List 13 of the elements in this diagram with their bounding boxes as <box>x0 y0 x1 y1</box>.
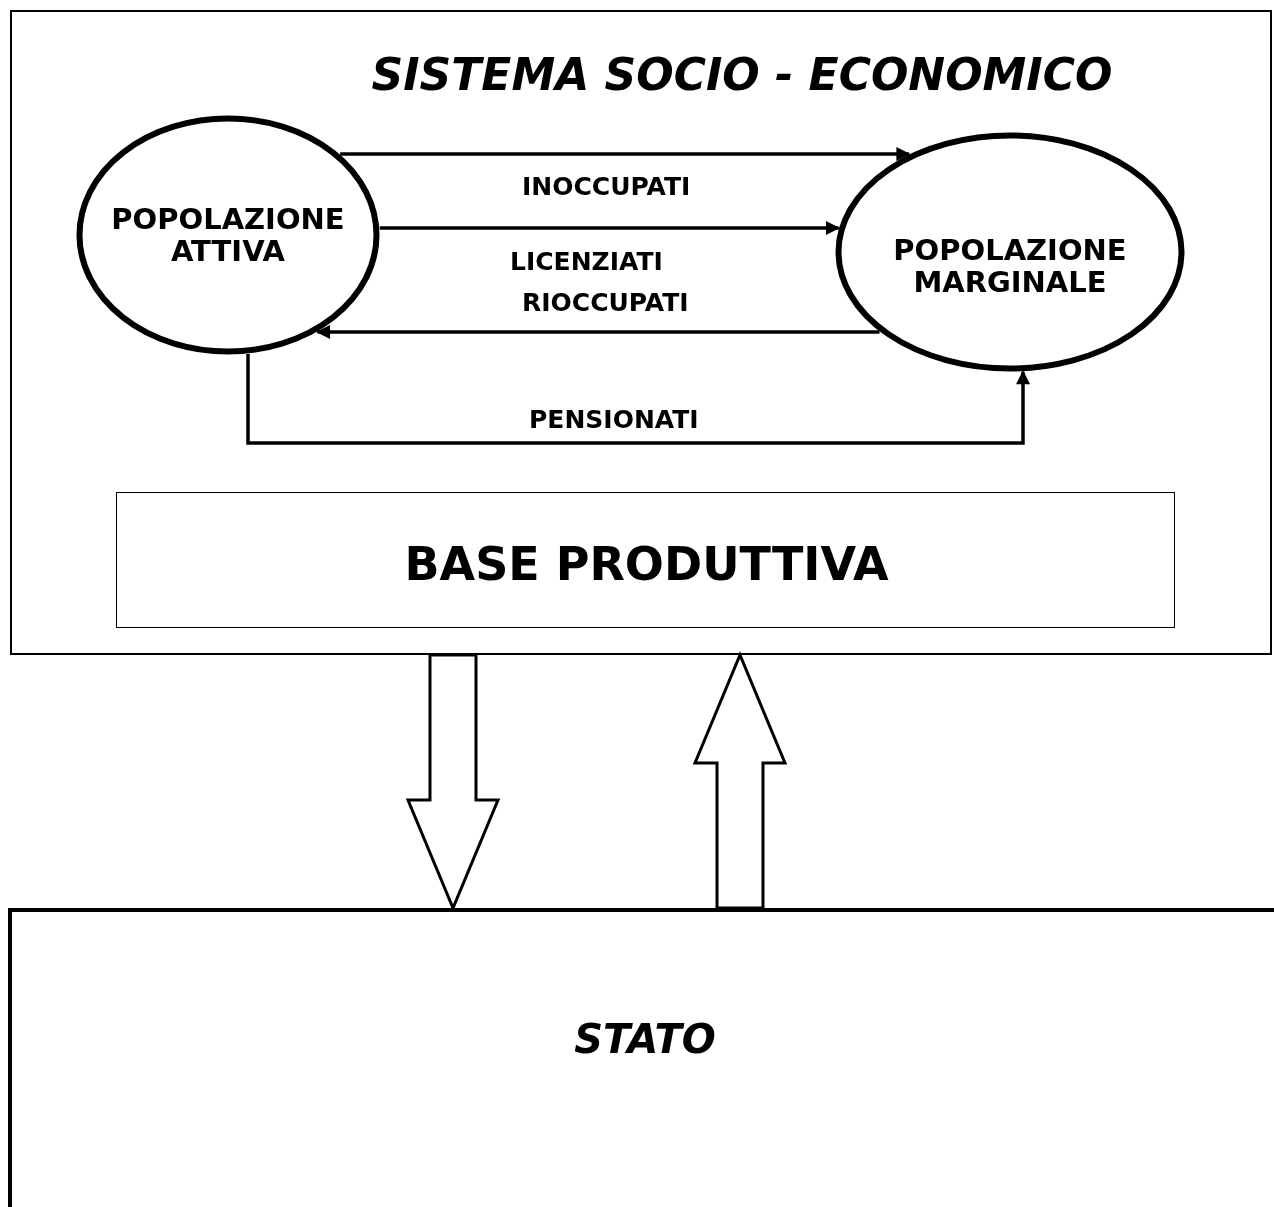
arrow <box>316 325 880 339</box>
block-arrow <box>692 651 788 910</box>
arrow <box>246 353 1030 445</box>
frame-title: STATO <box>573 1017 717 1062</box>
system-frame <box>10 10 1272 655</box>
process-box <box>8 908 1274 1207</box>
arrow <box>379 221 840 235</box>
node-label: POPOLAZIONE ATTIVA <box>110 203 346 268</box>
node-label: BASE PRODUTTIVA <box>403 539 890 591</box>
frame-title: SISTEMA SOCIO - ECONOMICO <box>370 50 1114 100</box>
process-box <box>116 492 1175 628</box>
node-label: POPOLAZIONE MARGINALE <box>892 234 1128 299</box>
arrow <box>340 147 911 161</box>
